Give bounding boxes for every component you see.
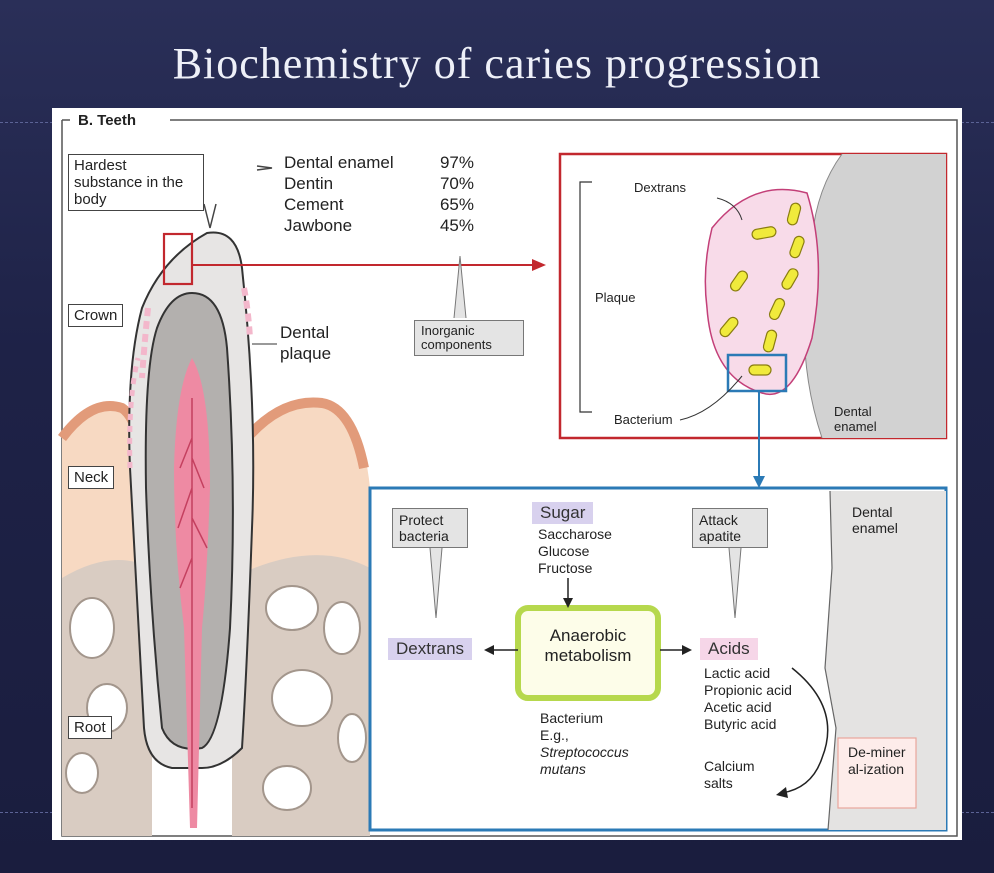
slide-title: Biochemistry of caries progression	[0, 38, 994, 89]
enamel-label-zoom1: Dental enamel	[834, 404, 894, 434]
bacterium-example: Bacterium E.g., Streptococcus mutans	[540, 710, 636, 778]
sugar-item: Fructose	[538, 560, 612, 577]
crown-label: Crown	[68, 304, 123, 327]
acids-list: Lactic acid Propionic acid Acetic acid B…	[704, 665, 792, 733]
plaque-label-zoom1: Plaque	[595, 290, 635, 305]
hardness-name-cement: Cement	[284, 194, 394, 215]
attack-apatite-callout: Attack apatite	[692, 508, 768, 548]
hardness-pct-jawbone: 45%	[434, 215, 474, 236]
acid-item: Acetic acid	[704, 699, 792, 716]
dental-plaque-label: Dental plaque	[280, 322, 352, 364]
acid-item: Butyric acid	[704, 716, 792, 733]
anaerobic-metabolism-label: Anaerobic metabolism	[532, 626, 644, 666]
acids-heading: Acids	[700, 638, 758, 660]
sugar-list: Saccharose Glucose Fructose	[538, 526, 612, 577]
inorganic-components-label: Inorganic components	[414, 320, 524, 356]
bacterium-label-zoom2: Bacterium	[540, 710, 636, 727]
bacterium-label-zoom1: Bacterium	[614, 412, 673, 427]
hardness-name-dentin: Dentin	[284, 173, 394, 194]
tooth-illustration	[129, 232, 253, 828]
section-label: B. Teeth	[74, 112, 140, 129]
calcium-salts-label: Calcium salts	[704, 758, 764, 792]
root-label: Root	[68, 716, 112, 739]
acid-item: Lactic acid	[704, 665, 792, 682]
protect-bacteria-callout: Protect bacteria	[392, 508, 468, 548]
dextrans-label-zoom1: Dextrans	[634, 180, 686, 195]
neck-label: Neck	[68, 466, 114, 489]
hardness-name-enamel: Dental enamel	[284, 152, 394, 173]
acid-item: Propionic acid	[704, 682, 792, 699]
demineralization-label: De-mineral-ization	[848, 744, 906, 778]
hardness-pct-dentin: 70%	[434, 173, 474, 194]
eg-label: E.g.,	[540, 727, 636, 744]
figure-artwork	[52, 108, 962, 840]
species-label: Streptococcus mutans	[540, 744, 636, 778]
dextrans-label-zoom2: Dextrans	[388, 638, 472, 660]
hardness-pct-enamel: 97%	[434, 152, 474, 173]
hardness-names: Dental enamel Dentin Cement Jawbone	[284, 152, 394, 236]
sugar-item: Saccharose	[538, 526, 612, 543]
hardness-percents: 97% 70% 65% 45%	[434, 152, 474, 236]
figure-panel: B. Teeth Hardest substance in the body D…	[52, 108, 962, 840]
enamel-label-zoom2: Dental enamel	[852, 504, 912, 536]
hardness-pct-cement: 65%	[434, 194, 474, 215]
hardness-name-jawbone: Jawbone	[284, 215, 394, 236]
sugar-heading: Sugar	[532, 502, 593, 524]
hardness-callout: Hardest substance in the body	[68, 154, 204, 211]
sugar-item: Glucose	[538, 543, 612, 560]
